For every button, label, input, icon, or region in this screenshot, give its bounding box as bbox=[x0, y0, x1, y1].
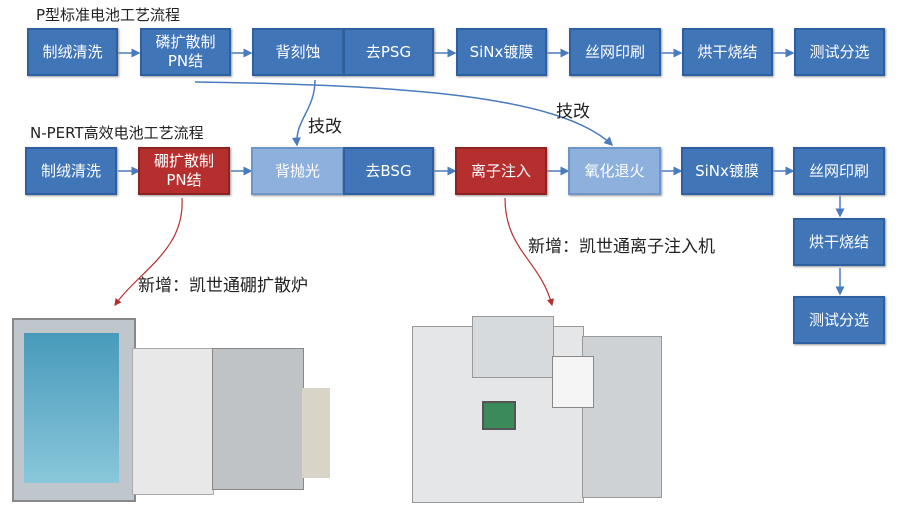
n-step-oxidation-anneal: 氧化退火 bbox=[568, 147, 661, 195]
p-step-remove-psg: 去PSG bbox=[343, 28, 434, 76]
n-step-back-polish: 背抛光 bbox=[251, 147, 344, 195]
modification-label-2: 技改 bbox=[556, 102, 590, 122]
modification-label-1: 技改 bbox=[308, 117, 342, 137]
p-flow-title: P型标准电池工艺流程 bbox=[36, 6, 181, 24]
p-step-back-etch: 背刻蚀 bbox=[252, 28, 344, 76]
n-step-ion-implant: 离子注入 bbox=[455, 147, 547, 195]
n-flow-title: N-PERT高效电池工艺流程 bbox=[30, 124, 204, 142]
ion-implanter-image bbox=[412, 316, 662, 504]
new-equipment-label-boron-furnace: 新增：凯世通硼扩散炉 bbox=[138, 276, 308, 296]
n-step-boron-diffusion: 硼扩散制 PN结 bbox=[138, 147, 230, 195]
n-step-texturing: 制绒清洗 bbox=[25, 147, 117, 195]
p-step-phosphorus-diffusion: 磷扩散制 PN结 bbox=[140, 28, 231, 76]
p-step-sinx: SiNx镀膜 bbox=[456, 28, 547, 76]
n-step-screen-print: 丝网印刷 bbox=[793, 147, 885, 195]
n-step-remove-bsg: 去BSG bbox=[343, 147, 434, 195]
n-step-firing: 烘干烧结 bbox=[793, 218, 885, 266]
n-step-testing: 测试分选 bbox=[793, 296, 885, 344]
p-step-texturing: 制绒清洗 bbox=[27, 28, 118, 76]
new-equipment-label-ion-implanter: 新增：凯世通离子注入机 bbox=[528, 237, 715, 257]
p-step-firing: 烘干烧结 bbox=[682, 28, 773, 76]
p-step-screen-print: 丝网印刷 bbox=[569, 28, 661, 76]
n-step-sinx: SiNx镀膜 bbox=[681, 147, 773, 195]
boron-diffusion-furnace-image bbox=[12, 318, 332, 503]
p-step-testing: 测试分选 bbox=[794, 28, 885, 76]
